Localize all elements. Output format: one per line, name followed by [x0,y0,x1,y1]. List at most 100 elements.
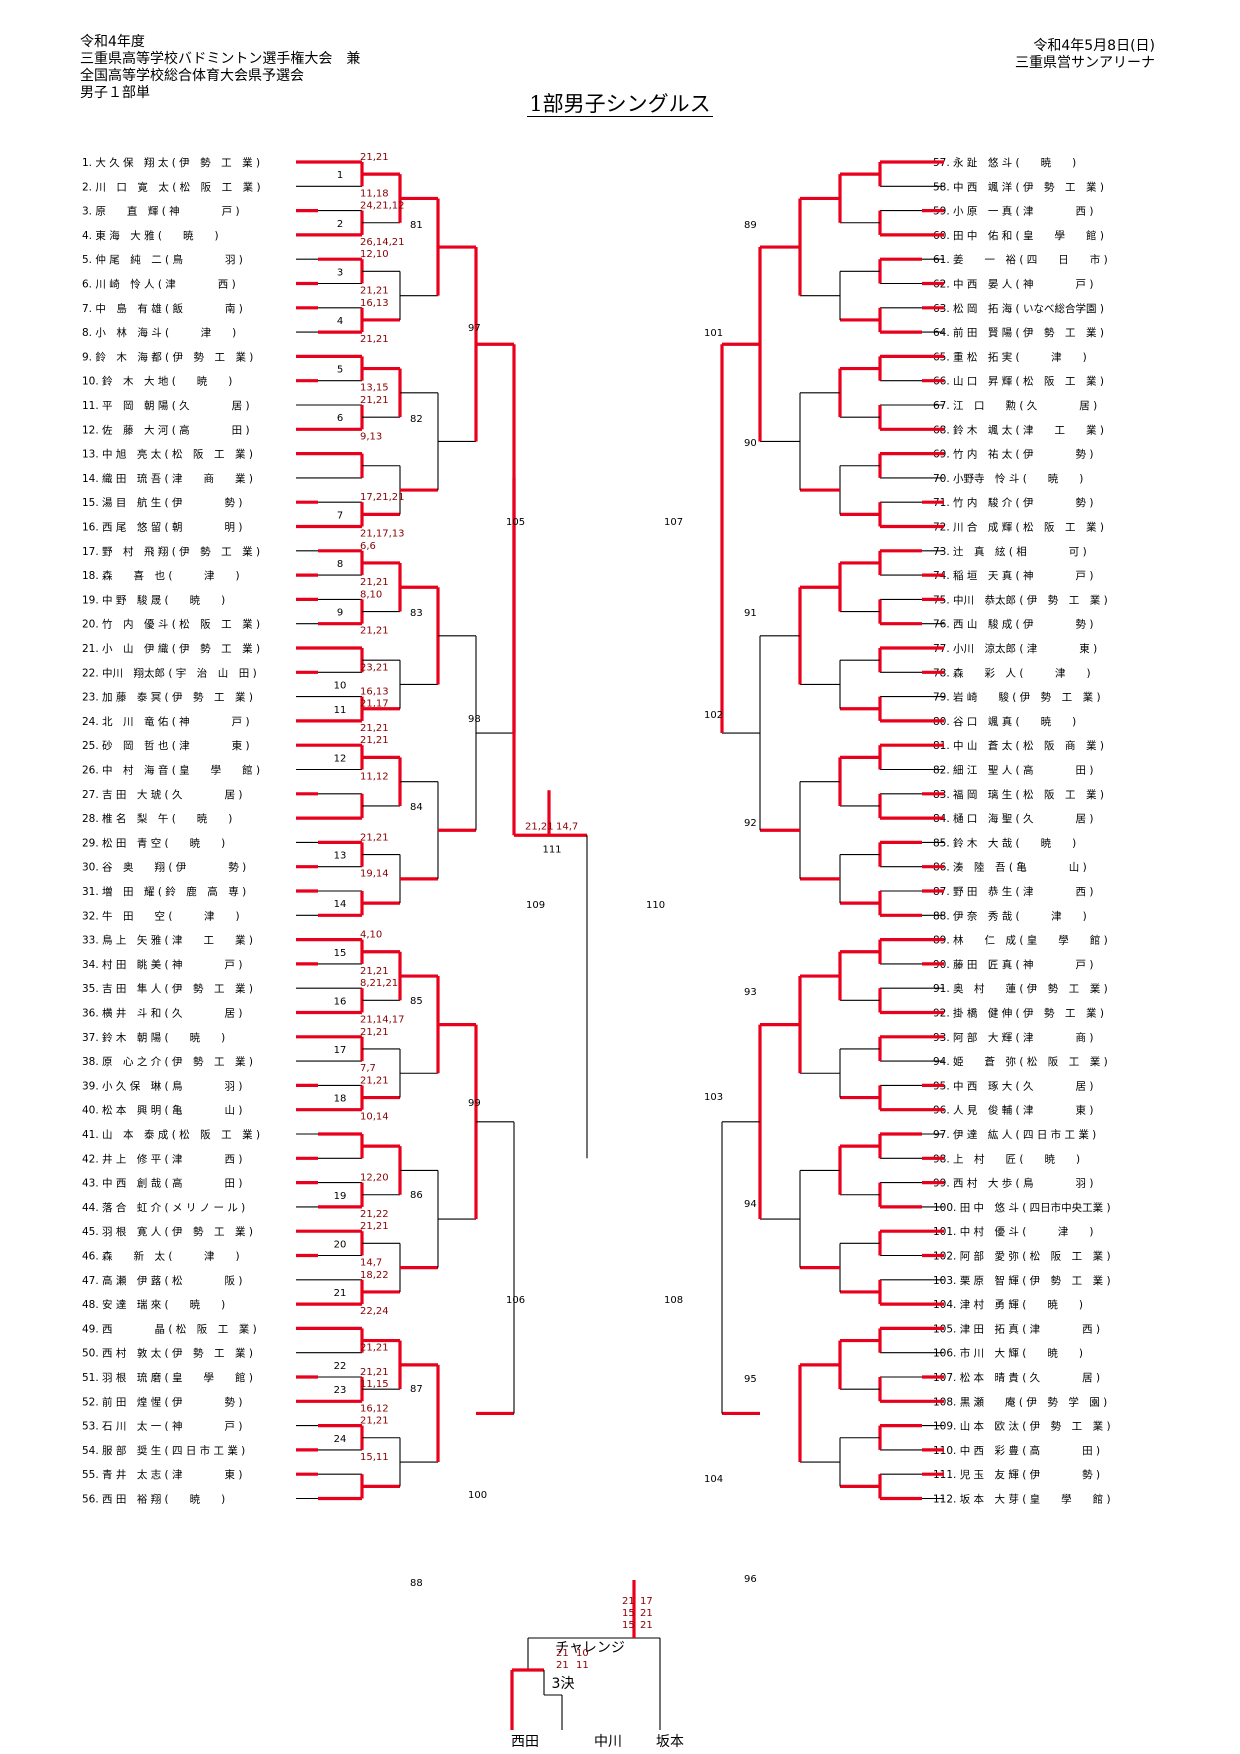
player-name: 66. 山 口 昇 輝 ( 松 阪 工 業 ) [933,375,1104,388]
match-score: 21,21 [360,1221,389,1232]
player-name: 107. 松 本 晴 貴 ( 久 居 ) [933,1371,1100,1384]
match-number: 82 [410,414,423,425]
match-score: 6,6 [360,541,376,552]
match-score: 13,15 [360,383,389,394]
player-name: 27. 吉 田 大 琥 ( 久 居 ) [82,788,242,801]
player-name: 45. 羽 根 寛 人 ( 伊 勢 工 業 ) [82,1225,253,1238]
match-score: 21,21 [360,1027,389,1038]
player-name: 82. 細 江 聖 人 ( 高 田 ) [933,764,1093,777]
match-number: 4 [337,316,343,327]
player-name: 55. 青 井 太 志 ( 津 東 ) [82,1468,242,1481]
player-name: 39. 小 久 保 琳 ( 鳥 羽 ) [82,1079,242,1092]
player-name: 61. 姜 一 裕 ( 四 日 市 ) [933,253,1108,266]
player-name: 11. 平 岡 朝 陽 ( 久 居 ) [82,400,250,412]
player-name: 19. 中 野 駿 晟 ( 暁 ) [82,593,225,606]
page-title: 1部男子シングルス [0,88,1240,118]
page-title-text: 1部男子シングルス [527,92,713,117]
match-score: 11,15 [360,1379,389,1390]
match-number: 8 [337,559,343,570]
player-name: 79. 岩 崎 駿 ( 伊 勢 工 業 ) [933,691,1101,704]
player-name: 36. 横 井 斗 和 ( 久 居 ) [82,1007,242,1020]
player-name: 26. 中 村 海 音 ( 皇 學 館 ) [82,764,260,777]
match-number: 93 [744,987,757,998]
header-venue: 三重県営サンアリーナ [1015,55,1155,71]
player-name: 71. 竹 内 駿 介 ( 伊 勢 ) [933,496,1093,509]
player-name: 111. 児 玉 友 輝 ( 伊 勢 ) [933,1468,1100,1481]
match-number: 103 [704,1092,723,1103]
match-number: 16 [334,996,347,1007]
match-number: 1 [337,170,343,181]
player-name: 17. 野 村 飛 翔 ( 伊 勢 工 業 ) [82,545,260,558]
player-name: 89. 林 仁 成 ( 皇 學 館 ) [933,934,1108,947]
match-score: 21,21 [360,735,389,746]
player-name: 108. 黒 瀬 庵 ( 伊 勢 学 園 ) [933,1395,1107,1408]
player-name: 106. 市 川 大 輝 ( 暁 ) [933,1347,1083,1360]
player-name: 109. 山 本 欧 汰 ( 伊 勢 工 業 ) [933,1420,1111,1433]
match-score: 4,10 [360,930,382,941]
match-number: 5 [337,365,343,376]
player-name: 77. 小川 涼太郎 ( 津 東 ) [933,642,1097,655]
player-name: 75. 中川 恭太郎 ( 伊 勢 工 業 ) [933,593,1108,606]
player-name: 1. 大 久 保 翔 太 ( 伊 勢 工 業 ) [82,156,260,169]
player-name: 49. 西 晶 ( 松 阪 工 業 ) [82,1322,257,1335]
player-name: 53. 石 川 太 一 ( 神 戸 ) [82,1420,242,1433]
match-number: 108 [664,1295,683,1306]
match-number: 6 [337,413,343,424]
match-score: 8,21,21 [360,978,398,989]
player-name: 60. 田 中 佑 和 ( 皇 學 館 ) [933,229,1104,242]
match-number: 12 [334,753,347,764]
match-number: 18 [334,1094,347,1105]
player-name: 100. 田 中 悠 斗 ( 四日市中央工業 ) [933,1201,1111,1214]
player-name: 93. 阿 部 大 輝 ( 津 商 ) [933,1031,1093,1044]
player-name: 9. 鈴 木 海 都 ( 伊 勢 工 業 ) [82,350,253,363]
player-name: 67. 江 口 勲 ( 久 居 ) [933,399,1097,412]
match-score: 21,21 [360,1075,389,1086]
player-name: 3. 原 直 輝 ( 神 戸 ) [82,205,240,218]
player-name: 7. 中 島 有 雄 ( 飯 南 ) [82,302,243,315]
match-score: 21,21 [360,966,389,977]
match-number: 87 [410,1384,423,1395]
match-number: 86 [410,1190,423,1201]
playoff-score: 10 [576,1648,589,1659]
player-name: 50. 西 村 敦 太 ( 伊 勢 工 業 ) [82,1347,253,1360]
player-name: 99. 西 村 大 歩 ( 鳥 羽 ) [933,1177,1093,1190]
match-number: 2 [337,219,343,230]
player-name: 47. 高 瀬 伊 蕗 ( 松 阪 ) [82,1274,242,1287]
match-score: 16,12 [360,1403,389,1414]
player-name: 64. 前 田 賢 陽 ( 伊 勢 工 業 ) [933,326,1104,339]
player-name: 12. 佐 藤 大 河 ( 高 田 ) [82,423,250,436]
playoff-name: 中川 [594,1734,622,1750]
challenge-label: チャレンジ [555,1640,625,1656]
final-match-number: 111 [542,844,561,855]
player-name: 29. 松 田 青 空 ( 暁 ) [82,836,225,849]
player-name: 68. 鈴 木 颯 太 ( 津 工 業 ) [933,423,1104,436]
match-score: 9,13 [360,431,382,442]
playoff-name: 西田 [511,1734,539,1750]
match-score: 8,10 [360,589,382,600]
match-score: 21,17,13 [360,529,405,540]
player-name: 44. 落 合 虹 介 ( メ リ ノ ー ル ) [82,1201,245,1214]
match-number: 96 [744,1574,757,1585]
match-score: 22,24 [360,1306,389,1317]
match-score: 14,7 [360,1258,382,1269]
player-name: 86. 湊 陸 吾 ( 亀 山 ) [933,861,1087,874]
playoff-score: 21 [556,1648,569,1659]
player-name: 105. 津 田 拓 真 ( 津 西 ) [933,1322,1100,1335]
match-number: 85 [410,996,423,1007]
player-name: 42. 井 上 修 平 ( 津 西 ) [82,1152,242,1165]
match-number: 7 [337,510,343,521]
player-name: 88. 伊 奈 秀 哉 ( 津 ) [933,909,1087,922]
match-number: 104 [704,1474,723,1485]
match-number: 9 [337,608,343,619]
match-number: 3 [337,267,343,278]
match-number: 94 [744,1199,757,1210]
player-name: 72. 川 合 成 輝 ( 松 阪 工 業 ) [933,521,1104,534]
match-score: 21,17 [360,699,389,710]
match-number: 91 [744,608,757,619]
player-name: 90. 藤 田 匠 真 ( 神 戸 ) [933,958,1093,971]
player-name: 18. 森 喜 也 ( 津 ) [82,569,240,582]
header-left: 令和4年度 三重県高等学校バドミントン選手権大会 兼 全国高等学校総合体育大会県… [80,34,360,102]
player-name: 13. 中 旭 亮 太 ( 松 阪 工 業 ) [82,448,253,461]
header-division: 男子１部単 [80,85,150,101]
